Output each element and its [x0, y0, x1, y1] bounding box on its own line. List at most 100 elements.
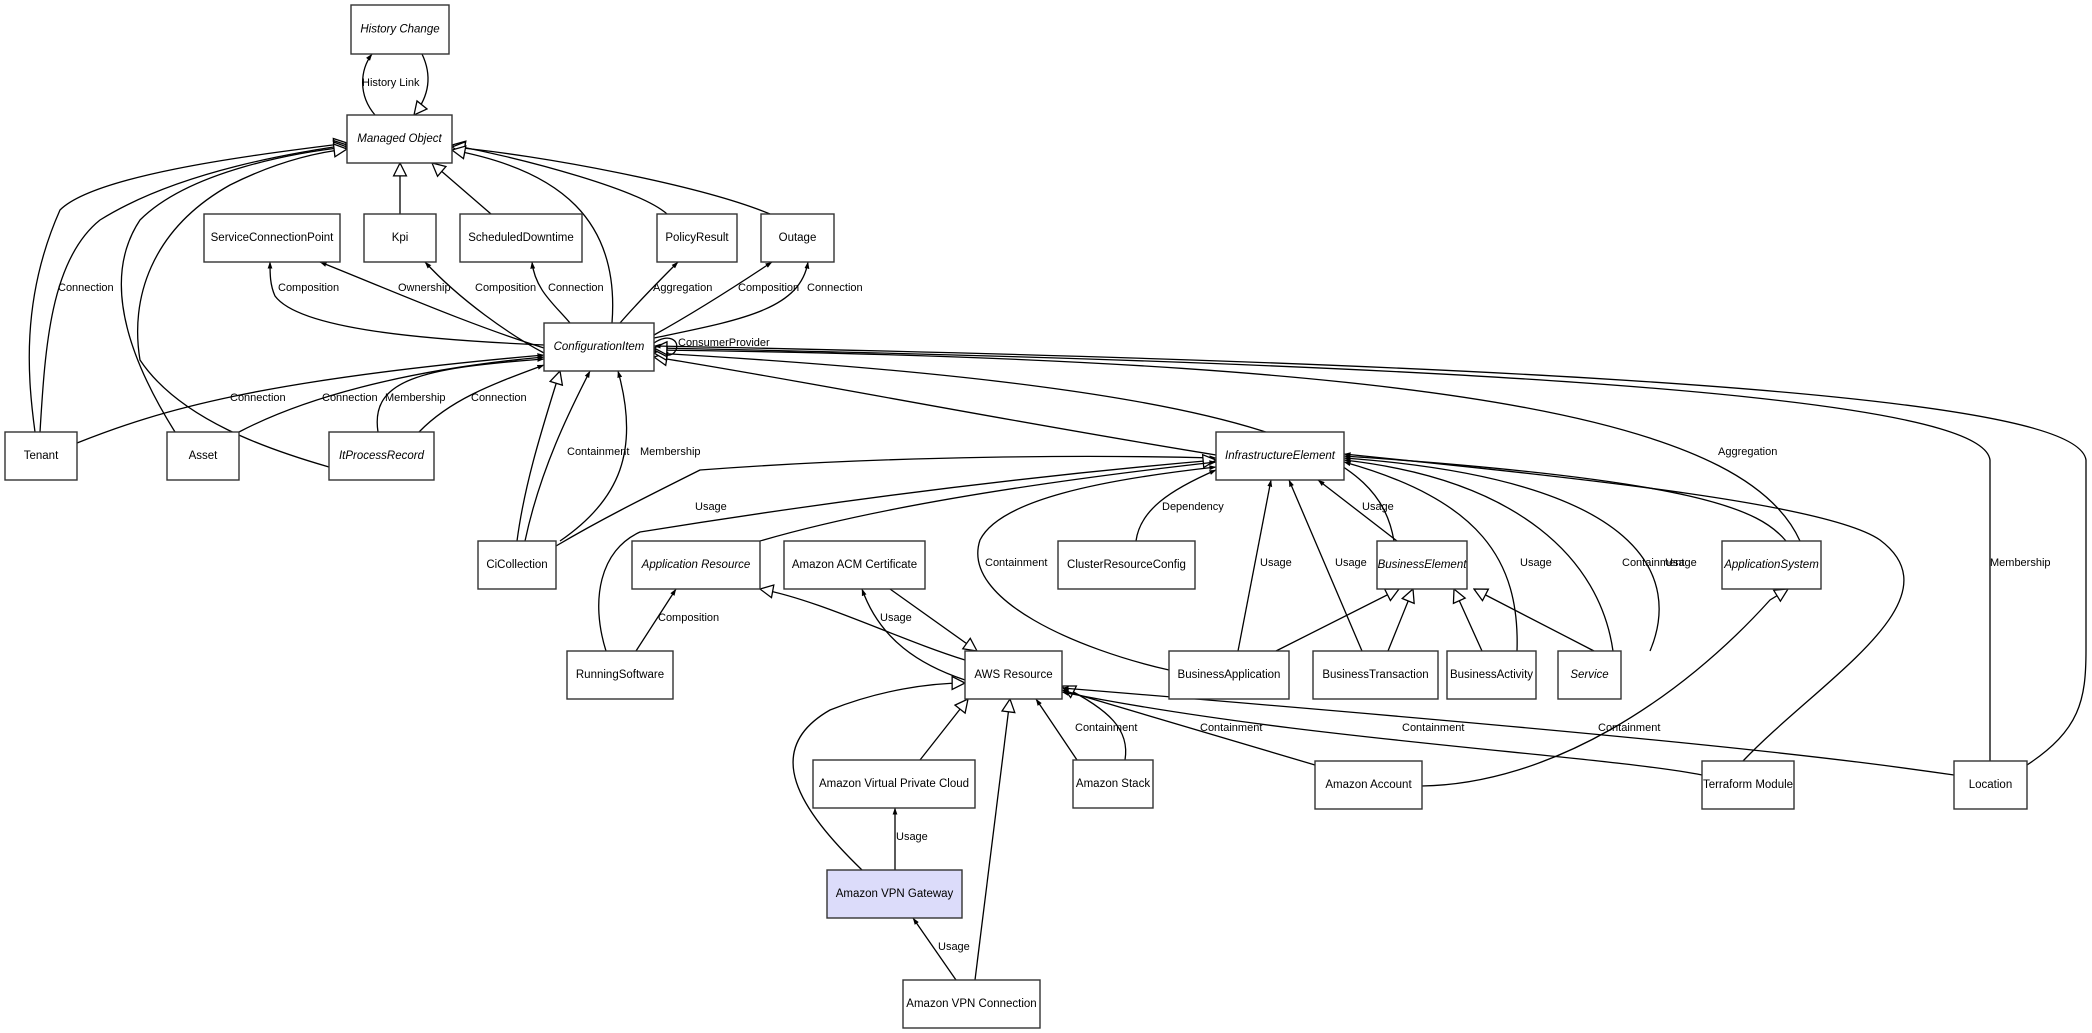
class-name: Application Resource: [641, 559, 751, 571]
association-edge-it_process_record-to-configuration_item: [376, 357, 545, 433]
class-box[interactable]: [166, 431, 240, 481]
class-node-asset[interactable]: Asset: [166, 431, 240, 481]
class-node-location[interactable]: Location: [1953, 760, 2028, 810]
class-node-policy-result[interactable]: PolicyResult: [656, 213, 738, 263]
class-node-kpi[interactable]: Kpi: [363, 213, 437, 263]
class-box[interactable]: [363, 213, 437, 263]
class-box[interactable]: [902, 979, 1041, 1029]
edge-label: Aggregation: [653, 282, 712, 294]
class-node-amazon-account[interactable]: Amazon Account: [1314, 760, 1423, 810]
class-box[interactable]: [1215, 431, 1345, 481]
class-box[interactable]: [203, 213, 341, 263]
class-box[interactable]: [1557, 650, 1622, 700]
class-box[interactable]: [350, 4, 450, 55]
class-box[interactable]: [4, 431, 78, 481]
class-box[interactable]: [328, 431, 435, 481]
class-box[interactable]: [477, 540, 557, 590]
class-node-amazon-vpc[interactable]: Amazon Virtual Private Cloud: [812, 759, 976, 809]
generalization-edge-tenant-to-managed_object: [28, 143, 347, 433]
class-node-scheduled-downtime[interactable]: ScheduledDowntime: [459, 213, 583, 263]
generalization-edge-amazon_vpc-to-aws_resource: [919, 699, 968, 761]
class-box[interactable]: [1701, 760, 1795, 810]
association-edge-ci_collection-to-configuration_item: [559, 370, 628, 542]
class-node-running-software[interactable]: RunningSoftware: [566, 650, 674, 700]
class-node-cluster-resource-config[interactable]: ClusterResourceConfig: [1057, 540, 1196, 590]
class-box[interactable]: [1721, 540, 1822, 590]
generalization-edge-amazon_vpn_gateway-to-aws_resource: [792, 683, 965, 871]
generalization-edge-amazon_acm_certificate-to-aws_resource: [889, 588, 977, 651]
class-box[interactable]: [964, 650, 1063, 700]
association-edge-location-to-aws_resource: [1061, 686, 1955, 776]
class-node-managed-object[interactable]: Managed Object: [346, 114, 453, 164]
class-box[interactable]: [760, 213, 835, 263]
class-node-infrastructure-element[interactable]: InfrastructureElement: [1215, 431, 1345, 481]
generalization-edge-business_activity-to-business_element: [1454, 589, 1483, 652]
class-node-business-activity[interactable]: BusinessActivity: [1446, 650, 1537, 700]
class-box[interactable]: [1314, 760, 1423, 810]
generalization-edge-running_software-to-infrastructure_element: [598, 460, 1216, 652]
class-box[interactable]: [826, 869, 963, 919]
edge-label: History Link: [362, 77, 420, 89]
class-box[interactable]: [1057, 540, 1196, 590]
class-box[interactable]: [631, 540, 761, 590]
edge-label: Connection: [230, 392, 286, 404]
class-node-business-element[interactable]: BusinessElement: [1376, 540, 1468, 590]
edge-label: Containment: [1200, 722, 1262, 734]
class-box[interactable]: [566, 650, 674, 700]
generalization-edge-tenant-to-managed_object: [39, 145, 347, 433]
class-box[interactable]: [1168, 650, 1290, 700]
class-name: Amazon Account: [1325, 779, 1412, 791]
association-edge-configuration_item-to-outage: [653, 261, 810, 339]
edge-label: Usage: [938, 941, 970, 953]
edge-label: Containment: [1598, 722, 1660, 734]
class-box[interactable]: [656, 213, 738, 263]
class-node-tenant[interactable]: Tenant: [4, 431, 78, 481]
class-node-application-resource[interactable]: Application Resource: [631, 540, 761, 590]
class-node-business-transaction[interactable]: BusinessTransaction: [1312, 650, 1439, 700]
class-node-service-connection-point[interactable]: ServiceConnectionPoint: [203, 213, 341, 263]
association-edge-asset-to-configuration_item: [238, 355, 545, 433]
class-node-application-system[interactable]: ApplicationSystem: [1721, 540, 1822, 590]
generalization-edge-infrastructure_element-to-configuration_item: [654, 357, 1217, 456]
association-edge-business_application-to-infrastructure_element: [977, 465, 1217, 671]
generalization-edge-amazon_account-to-application_system: [1421, 589, 1788, 787]
class-node-terraform-module[interactable]: Terraform Module: [1701, 760, 1795, 810]
class-node-it-process-record[interactable]: ItProcessRecord: [328, 431, 435, 481]
class-box[interactable]: [1312, 650, 1439, 700]
class-box[interactable]: [1376, 540, 1468, 590]
class-node-amazon-stack[interactable]: Amazon Stack: [1072, 759, 1154, 809]
class-node-business-application[interactable]: BusinessApplication: [1168, 650, 1290, 700]
class-node-ci-collection[interactable]: CiCollection: [477, 540, 557, 590]
association-edge-configuration_item-to-service_connection_point: [319, 261, 545, 349]
class-node-configuration-item[interactable]: ConfigurationItem: [543, 322, 655, 372]
class-node-amazon-vpn-gateway[interactable]: Amazon VPN Gateway: [826, 869, 963, 919]
class-box[interactable]: [1446, 650, 1537, 700]
edge-label: Usage: [1665, 557, 1697, 569]
edge-label: Ownership: [398, 282, 451, 294]
class-box[interactable]: [783, 540, 926, 590]
class-node-service[interactable]: Service: [1557, 650, 1622, 700]
generalization-edge-outage-to-managed_object: [452, 147, 771, 215]
class-name: BusinessApplication: [1178, 669, 1281, 681]
class-name: ServiceConnectionPoint: [211, 232, 335, 244]
class-node-amazon-vpn-connection[interactable]: Amazon VPN Connection: [902, 979, 1041, 1029]
class-box[interactable]: [346, 114, 453, 164]
generalization-edge-asset-to-managed_object: [120, 147, 347, 433]
association-edge-business_activity-to-infrastructure_element: [1343, 461, 1518, 652]
class-node-outage[interactable]: Outage: [760, 213, 835, 263]
generalization-edge-it_process_record-to-managed_object: [137, 149, 347, 468]
generalization-edge-service-to-business_element: [1474, 589, 1595, 652]
class-box[interactable]: [1953, 760, 2028, 810]
class-node-aws-resource[interactable]: AWS Resource: [964, 650, 1063, 700]
class-name: Tenant: [24, 450, 59, 462]
class-node-amazon-acm-certificate[interactable]: Amazon ACM Certificate: [783, 540, 926, 590]
edge-label: Usage: [896, 831, 928, 843]
class-box[interactable]: [543, 322, 655, 372]
association-edge-running_software-to-application_resource: [635, 588, 677, 652]
class-node-history-change[interactable]: History Change: [350, 4, 450, 55]
association-edge-amazon_vpn_connection-to-amazon_vpn_gateway: [912, 917, 957, 981]
class-box[interactable]: [1072, 759, 1154, 809]
class-box[interactable]: [459, 213, 583, 263]
class-box[interactable]: [812, 759, 976, 809]
